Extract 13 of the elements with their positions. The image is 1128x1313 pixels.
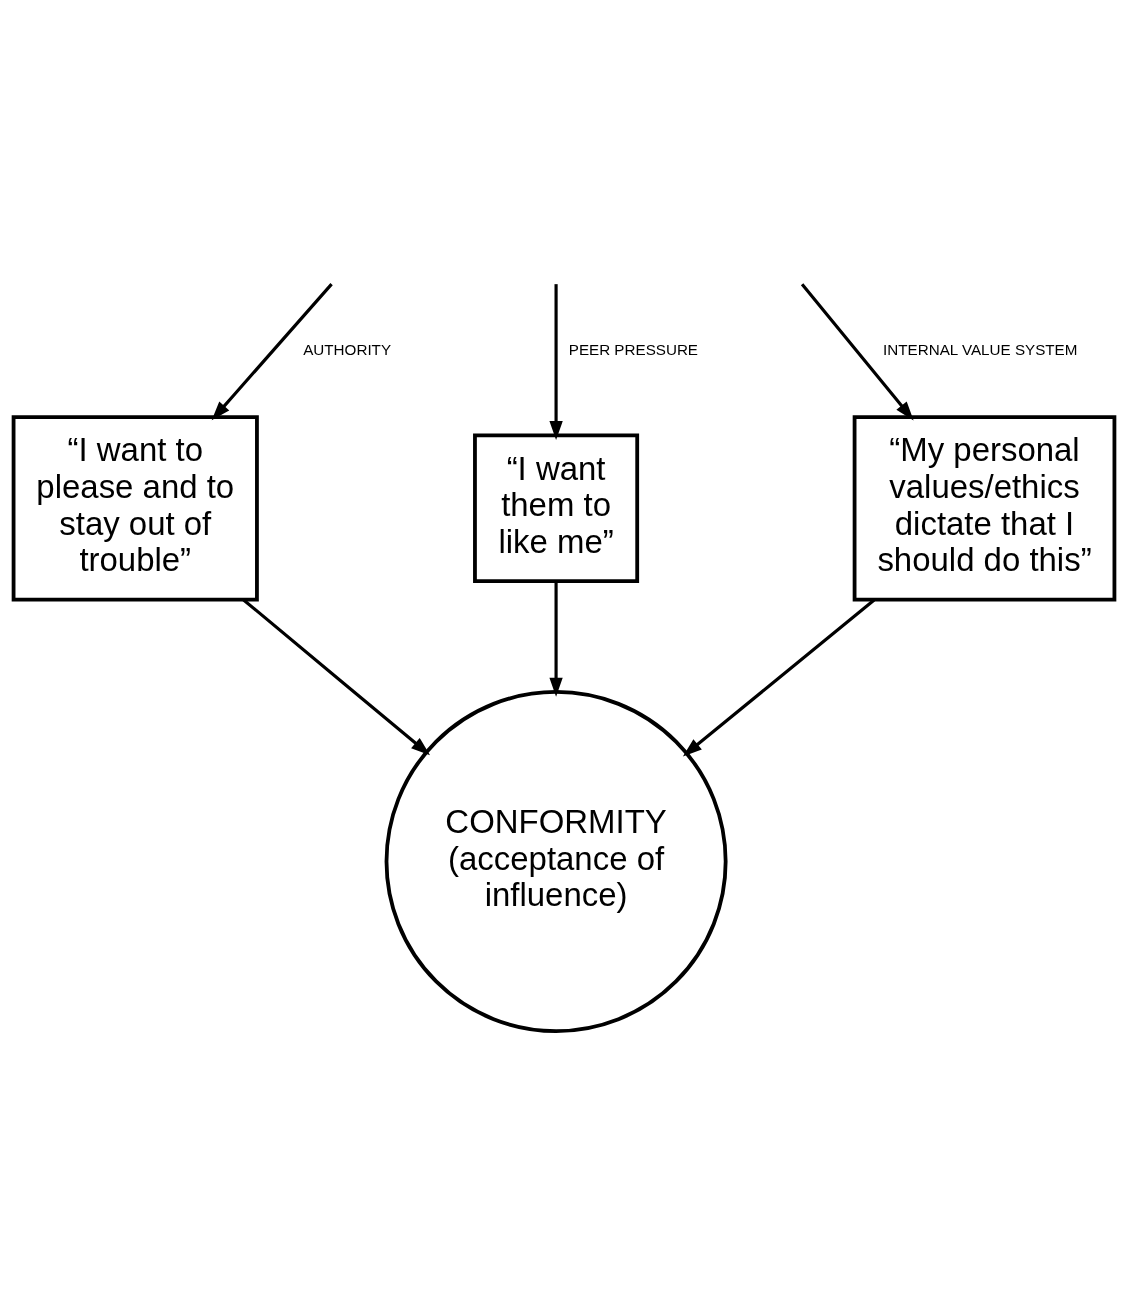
node-box: “I want them to like me” <box>473 433 640 583</box>
arrow <box>211 282 333 420</box>
arrow <box>800 282 914 420</box>
arrow <box>242 598 431 755</box>
edge-label: AUTHORITY <box>303 340 392 358</box>
arrow <box>682 598 876 756</box>
node-circle: CONFORMITY (acceptance of influence) <box>384 689 728 1033</box>
node-box: “My personal values/ethics dictate that I should do this” <box>852 414 1117 601</box>
arrow <box>549 283 563 440</box>
node-box: “I want to please and to stay out of trouble” <box>11 414 259 601</box>
arrow <box>549 580 563 697</box>
edge-label: PEER PRESSURE <box>568 340 699 358</box>
edge-label: INTERNAL VALUE SYSTEM <box>883 340 1078 358</box>
